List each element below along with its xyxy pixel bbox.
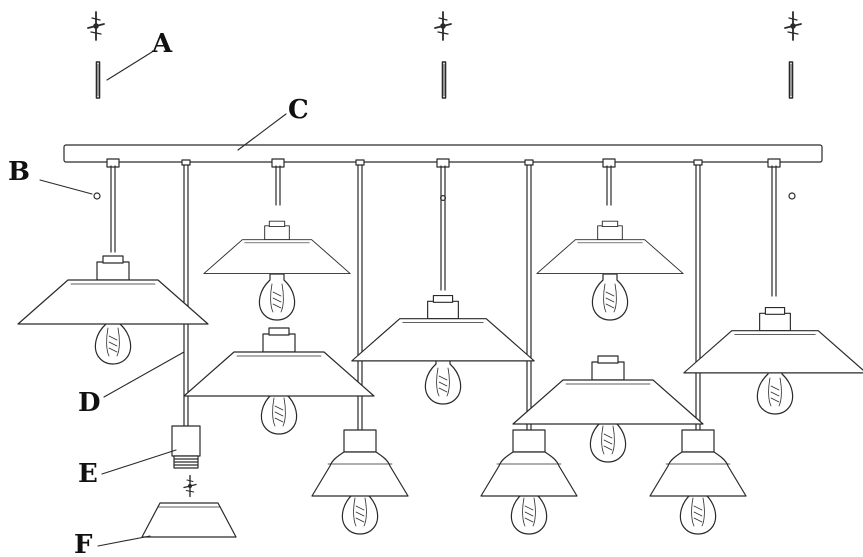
pendant-light-1 bbox=[17, 255, 209, 365]
pendant-light-9 bbox=[480, 429, 578, 535]
callout-e: E bbox=[78, 459, 98, 489]
anchor-1 bbox=[95, 61, 101, 99]
lamp-socket bbox=[171, 425, 201, 469]
pendant-light-10 bbox=[649, 429, 747, 535]
screw-3 bbox=[784, 11, 802, 41]
screw-1 bbox=[87, 11, 105, 41]
callout-f: F bbox=[74, 530, 93, 557]
anchor-3 bbox=[788, 61, 794, 99]
pendant-light-3 bbox=[536, 220, 684, 321]
anchor-2 bbox=[441, 61, 447, 99]
pendant-light-8 bbox=[311, 429, 409, 535]
callout-d: D bbox=[78, 388, 101, 418]
pendant-light-2 bbox=[203, 220, 351, 321]
loose-shade bbox=[141, 502, 237, 538]
leader-lines bbox=[39, 51, 287, 547]
callout-c: C bbox=[288, 95, 309, 125]
pendant-light-5 bbox=[683, 307, 863, 415]
cord-grips bbox=[106, 158, 781, 168]
pendant-light-6 bbox=[183, 327, 375, 435]
screw-2 bbox=[434, 11, 452, 41]
callout-a: A bbox=[151, 29, 173, 59]
pendant-light-4 bbox=[351, 295, 535, 405]
callout-b: B bbox=[8, 157, 30, 187]
shade-screw bbox=[183, 474, 197, 498]
